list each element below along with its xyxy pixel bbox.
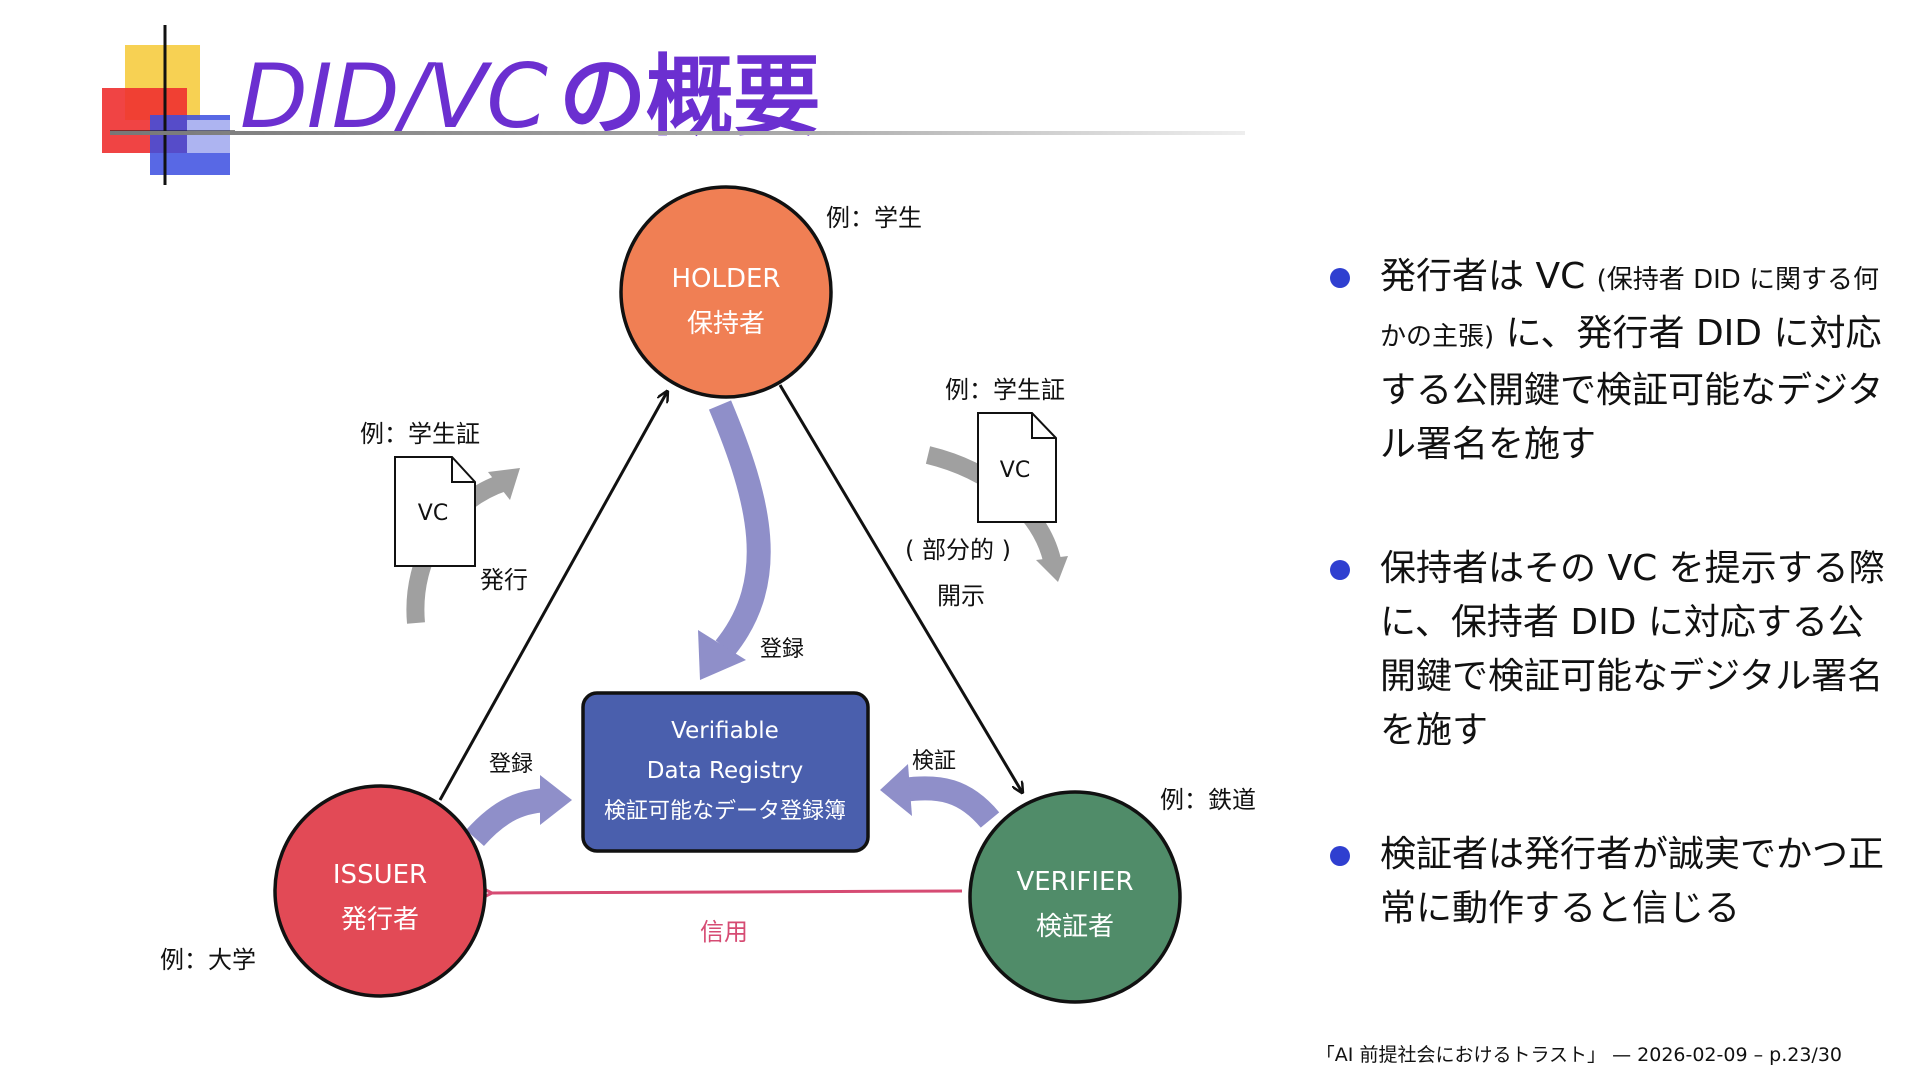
bullet-1-text-b: に、発行者 DID に対応する公開鍵で検証可能なデジタル署名を施す (1380, 313, 1884, 465)
bullet-item-holder: 保持者はその VC を提示する際に、保持者 DID に対応する公開鍵で検証可能な… (1330, 542, 1890, 758)
present-example: 例：学生証 (945, 376, 1065, 404)
trust-arrow (492, 891, 963, 893)
issue-vc-document-icon: VC (394, 456, 476, 567)
issue-example: 例：学生証 (360, 420, 480, 448)
bullet-1-text-small: (保持者 DID に関する何かの主張) (1380, 265, 1880, 352)
present-label-disclose: 開示 (937, 582, 985, 610)
present-vc-label: VC (1000, 458, 1030, 483)
bullet-3-text: 検証者は発行者が誠実でかつ正常に動作すると信じる (1380, 834, 1885, 929)
holder-to-verifier-line (778, 384, 1022, 792)
bullet-dot (1330, 846, 1350, 866)
verifier-node: VERIFIER 検証者 (968, 790, 1182, 1004)
issuer-example: 例：大学 (160, 946, 256, 974)
title-rule (110, 131, 1245, 135)
bullet-item-verifier: 検証者は発行者が誠実でかつ正常に動作すると信じる (1330, 828, 1890, 936)
verifier-verify-arrow (880, 764, 1000, 828)
issuer-to-holder-line (438, 392, 667, 801)
issuer-node: ISSUER 発行者 (273, 784, 487, 998)
issue-label: 発行 (480, 566, 528, 594)
holder-register-arrow (698, 400, 771, 680)
holder-label-en: HOLDER (671, 264, 780, 294)
issue-vc-label: VC (418, 501, 448, 526)
issuer-label-en: ISSUER (333, 860, 427, 890)
verify-label: 検証 (912, 749, 956, 774)
registry-line1: Verifiable (671, 718, 779, 744)
present-vc-document-icon: VC (977, 412, 1057, 523)
bullet-2-text: 保持者はその VC を提示する際に、保持者 DID に対応する公開鍵で検証可能な… (1380, 548, 1885, 751)
title-latin: DID/VC (240, 45, 548, 148)
bullet-1-text-a: 発行者は VC (1380, 256, 1597, 297)
registry-box: Verifiable Data Registry 検証可能なデータ登録簿 (581, 691, 870, 853)
holder-node: HOLDER 保持者 (619, 185, 833, 399)
issuer-label-jp: 発行者 (341, 905, 419, 935)
holder-example: 例：学生 (826, 204, 922, 232)
title-jp: の概要 (558, 45, 821, 148)
bullet-dot (1330, 268, 1350, 288)
registry-line2: Data Registry (647, 758, 803, 784)
verifier-example: 例：鉄道 (1160, 786, 1256, 814)
bullet-list: 発行者は VC (保持者 DID に関する何かの主張) に、発行者 DID に対… (1330, 250, 1890, 1006)
verifier-label-jp: 検証者 (1036, 912, 1114, 942)
did-vc-diagram: 信用 HOLDER 保持者 例：学生 ISSUER 発行者 例：大学 VERIF… (160, 185, 1256, 1004)
verifier-label-en: VERIFIER (1016, 867, 1133, 897)
present-label-partial: ( 部分的 ) (905, 536, 1011, 564)
trust-label: 信用 (700, 918, 748, 946)
holder-label-jp: 保持者 (687, 309, 765, 339)
slide-footer: 「AI 前提社会におけるトラスト」 — 2026-02-09 – p.23/30 (1315, 1044, 1842, 1066)
holder-register-label: 登録 (760, 637, 804, 662)
issuer-register-arrow (466, 775, 572, 847)
issuer-register-label: 登録 (489, 752, 533, 777)
bullet-dot (1330, 560, 1350, 580)
registry-line3: 検証可能なデータ登録簿 (604, 799, 846, 824)
bullet-item-issuer: 発行者は VC (保持者 DID に関する何かの主張) に、発行者 DID に対… (1330, 250, 1890, 472)
